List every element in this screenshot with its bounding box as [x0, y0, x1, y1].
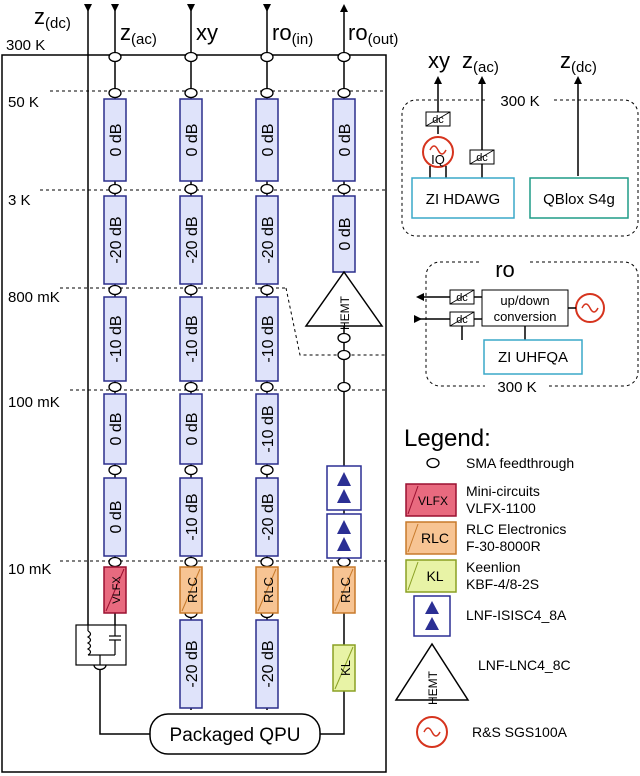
attenuators-zac: 0 dB -20 dB -10 dB 0 dB 0 dB — [103, 98, 127, 557]
att-roin-6: -20 dB — [260, 640, 277, 687]
header-roout: ro(out) — [348, 20, 398, 48]
att-xy-1: 0 dB — [184, 124, 201, 157]
header-zdc: z(dc) — [34, 4, 71, 32]
filter-rlc-roin: RLC — [261, 577, 276, 603]
filter-rlc-roout: RLC — [338, 577, 353, 603]
hemt-label: HEMT — [338, 295, 352, 330]
readout-title: ro — [495, 257, 515, 282]
readout-temp: 300 K — [497, 379, 536, 396]
filter-kl-roout: KL — [338, 660, 353, 676]
legend-kl-symbol: KL — [426, 568, 443, 584]
att-roin-1: 0 dB — [260, 124, 277, 157]
att-xy-5: -10 dB — [184, 493, 201, 540]
att-roin-4: -10 dB — [260, 405, 277, 452]
att-zac-2: -20 dB — [108, 216, 125, 263]
bias-tee — [75, 624, 127, 666]
control-xy-label: xy — [428, 48, 450, 73]
att-roin-5: -20 dB — [260, 493, 277, 540]
legend-vlfx-symbol: VLFX — [418, 494, 448, 508]
control-zac-label: z(ac) — [462, 48, 499, 76]
legend-kl-1: Keenlion — [466, 559, 521, 575]
attenuators-roout: 0 dB 0 dB — [332, 98, 356, 273]
att-xy-3: -10 dB — [184, 315, 201, 362]
stage-label-300k: 300 K — [6, 37, 45, 54]
stage-label-10mk: 10 mK — [8, 561, 51, 578]
packaged-qpu: Packaged QPU — [149, 713, 321, 755]
legend-kl-2: KBF-4/8-2S — [466, 576, 539, 592]
hemt-amplifier: HEMT — [304, 270, 384, 330]
legend-rlc-symbol: RLC — [421, 530, 449, 546]
legend-vlfx-2: VLFX-1100 — [466, 500, 536, 516]
att-xy-2: -20 dB — [184, 216, 201, 263]
att-zac-3: -10 dB — [108, 315, 125, 362]
line-arrows — [84, 4, 348, 12]
legend-hemt-symbol: HEMT — [426, 670, 440, 705]
att-roin-2: -20 dB — [260, 216, 277, 263]
control-zdc-label: z(dc) — [560, 48, 597, 76]
filter-vlfx: VLFX — [111, 576, 123, 604]
qpu-label: Packaged QPU — [170, 725, 301, 746]
line-headers: z(dc) z(ac) xy ro(in) ro(out) — [34, 4, 398, 48]
readout-electronics: ro 300 K up/down conversion dc dc ZI UHF… — [414, 256, 639, 396]
att-roout-2: 0 dB — [337, 218, 354, 251]
filters: VLFX RLC RLC RLC KL — [103, 566, 356, 692]
control-hdawg: ZI HDAWG — [426, 191, 500, 208]
att-roout-1: 0 dB — [337, 124, 354, 157]
readout-updown-1: up/down — [500, 293, 549, 308]
header-xy: xy — [196, 20, 218, 45]
control-electronics: 300 K xy z(ac) z(dc) dc dc IQ ZI HDAWG Q… — [401, 48, 639, 237]
attenuators-roin: 0 dB -20 dB -10 dB -10 dB -20 dB -20 dB — [255, 98, 279, 709]
lnf-amplifiers — [326, 465, 362, 559]
legend-sma: SMA feedthrough — [466, 455, 574, 471]
filter-rlc-xy: RLC — [185, 577, 200, 603]
legend-rlc-2: F-30-8000R — [466, 538, 541, 554]
readout-dc-2: dc — [456, 314, 468, 326]
stage-label-100mk: 100 mK — [8, 394, 60, 411]
attenuators-xy: 0 dB -20 dB -10 dB 0 dB -10 dB -20 dB — [179, 98, 203, 709]
legend: Legend: SMA feedthrough VLFX Mini-circui… — [394, 425, 574, 748]
control-dc-2: dc — [476, 152, 488, 164]
readout-dc-1: dc — [456, 292, 468, 304]
stage-label-800mk: 800 mK — [8, 289, 60, 306]
header-roin: ro(in) — [272, 20, 313, 48]
att-zac-1: 0 dB — [108, 124, 125, 157]
control-iq: IQ — [431, 152, 445, 167]
sma-feedthroughs — [93, 51, 351, 671]
att-xy-6: -20 dB — [184, 640, 201, 687]
header-zac: z(ac) — [120, 20, 157, 48]
legend-rlc-1: RLC Electronics — [466, 521, 566, 537]
att-roin-3: -10 dB — [260, 315, 277, 362]
att-xy-4: 0 dB — [184, 413, 201, 446]
legend-rs: R&S SGS100A — [472, 724, 568, 740]
control-qblox: QBlox S4g — [543, 191, 615, 208]
stage-labels: 300 K 50 K 3 K 800 mK 100 mK 10 mK — [6, 37, 60, 578]
legend-hemt: LNF-LNC4_8C — [478, 657, 571, 673]
att-zac-4: 0 dB — [108, 413, 125, 446]
stage-label-50k: 50 K — [8, 94, 39, 111]
readout-uhfqa: ZI UHFQA — [498, 349, 568, 366]
control-dc-1: dc — [432, 114, 444, 126]
legend-lnf: LNF-ISISC4_8A — [466, 607, 567, 623]
readout-updown-2: conversion — [494, 309, 557, 324]
legend-title: Legend: — [404, 425, 491, 452]
legend-vlfx-1: Mini-circuits — [466, 483, 540, 499]
att-zac-5: 0 dB — [108, 501, 125, 534]
control-temp: 300 K — [500, 93, 539, 110]
stage-label-3k: 3 K — [8, 192, 31, 209]
